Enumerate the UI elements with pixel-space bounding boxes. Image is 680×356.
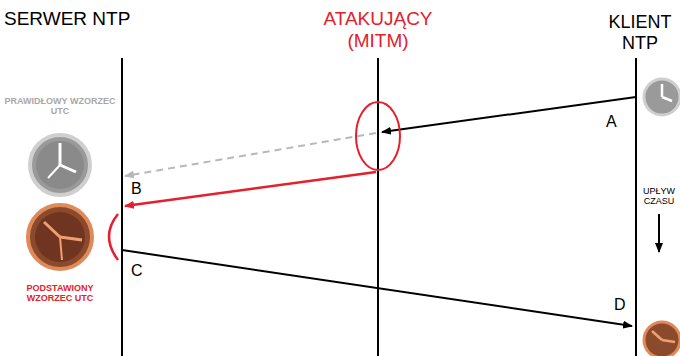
clock-icon (644, 79, 680, 115)
participant-title: SERWER NTP (4, 8, 154, 30)
timestamp-letter: B (131, 180, 151, 198)
clock-caption: PRAWIDŁOWY WZORZEC UTC (4, 96, 116, 117)
clock-icon (28, 205, 92, 269)
forged-arrow (125, 172, 376, 206)
timestamp-letter: D (614, 296, 634, 314)
clock-icon (30, 135, 90, 195)
intended-arrow (125, 133, 376, 176)
time-note: UPŁYW CZASU (640, 186, 678, 207)
timestamp-letter: A (606, 113, 626, 131)
bracket (109, 214, 118, 260)
intercept-ellipse (356, 102, 400, 170)
timestamp-letter: C (131, 262, 151, 280)
time-arrow (658, 214, 660, 252)
clock-caption: PODSTAWIONY WZORZEC UTC (4, 283, 116, 304)
request-arrow (382, 97, 636, 132)
server-lifeline (121, 58, 123, 356)
participant-title: KLIENT NTP (604, 12, 676, 53)
reply-arrow (122, 250, 632, 326)
clock-icon (644, 322, 680, 356)
participant-title: ATAKUJĄCY (MITM) (303, 8, 453, 52)
client-lifeline (635, 58, 637, 356)
